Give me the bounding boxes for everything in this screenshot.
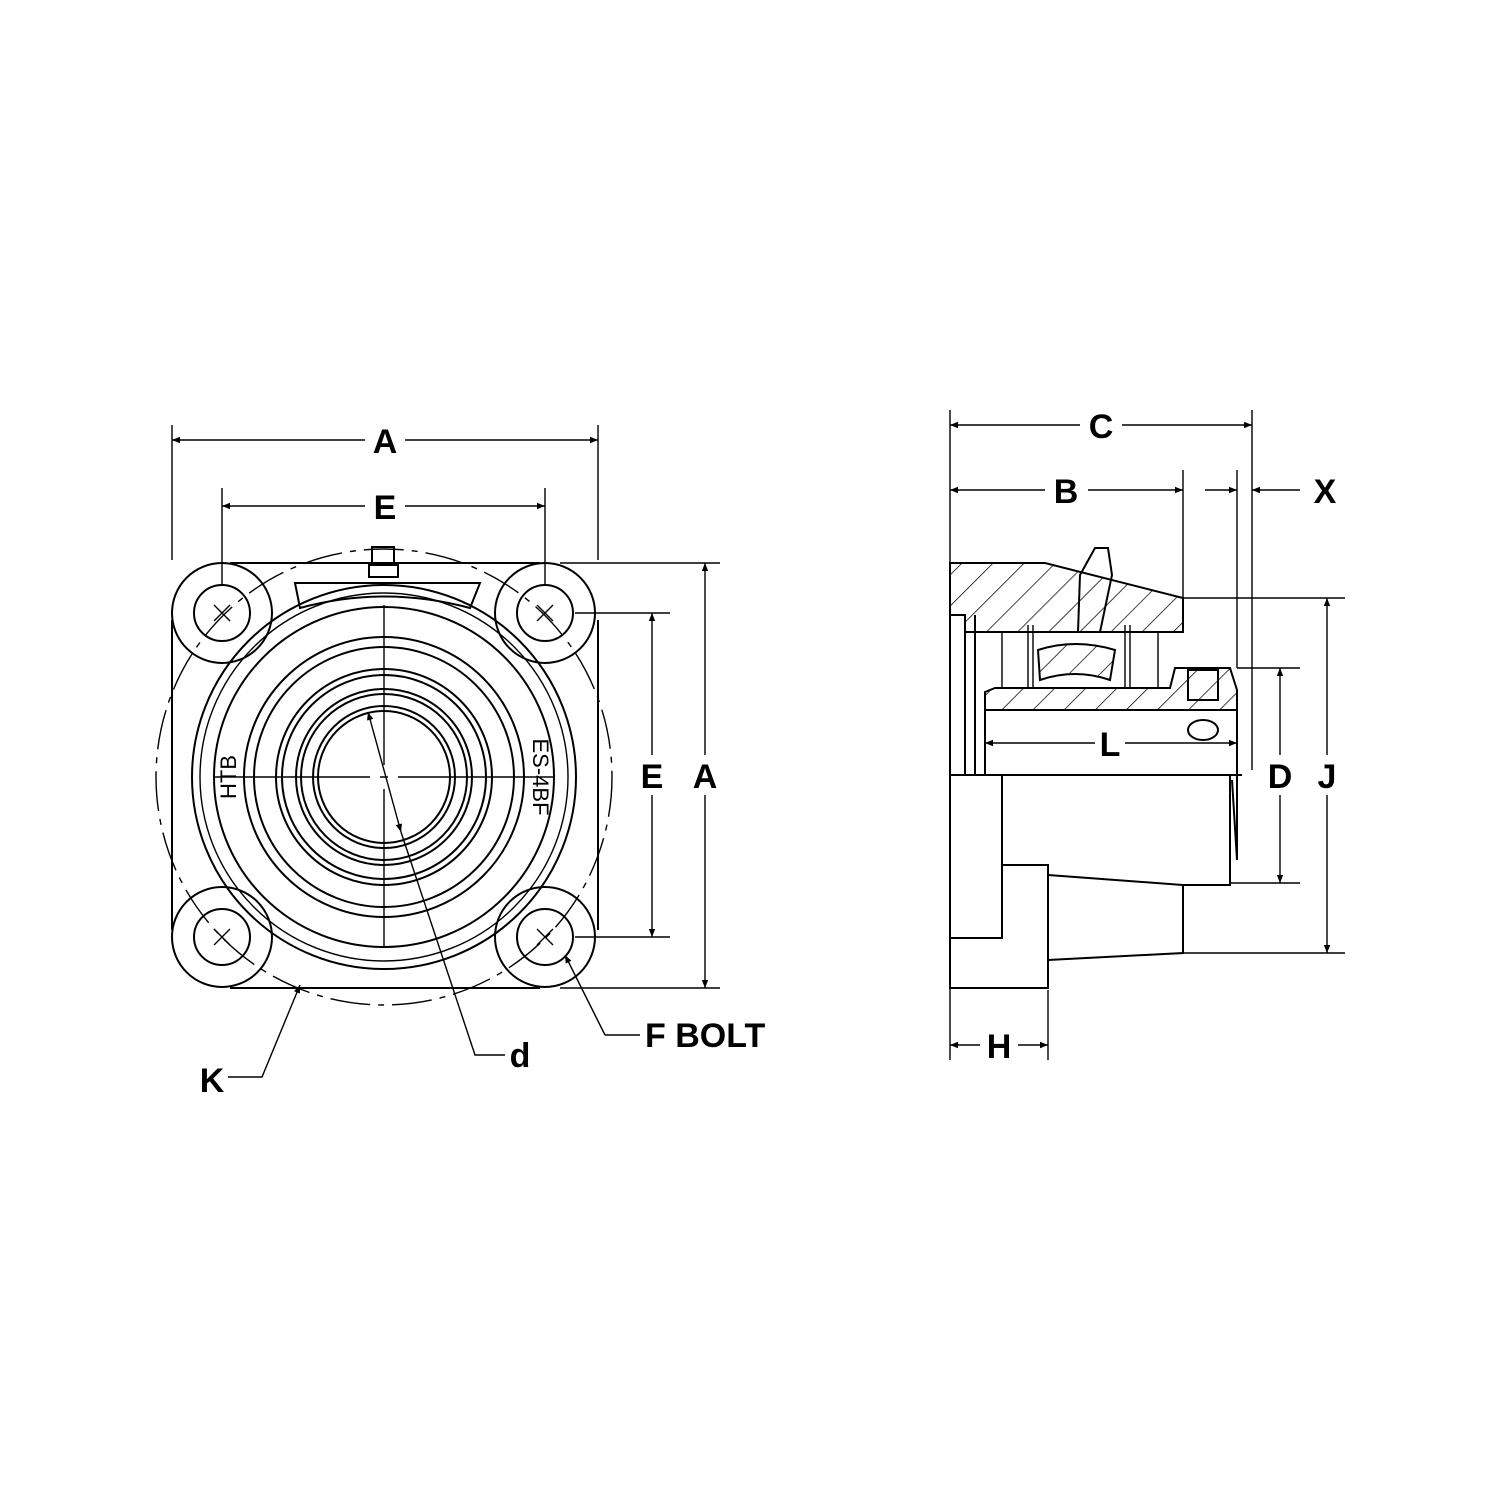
bolt-leader bbox=[565, 955, 640, 1036]
marking-model: ES-4BF bbox=[528, 738, 553, 815]
label-l: L bbox=[1100, 726, 1121, 764]
housing-outline bbox=[171, 562, 599, 989]
side-view: C B X L D J H bbox=[949, 408, 1345, 1066]
grease-fitting-section bbox=[1076, 547, 1114, 633]
label-collar-d: D bbox=[1268, 758, 1293, 796]
bolt-hole bbox=[516, 908, 574, 966]
housing-section bbox=[949, 562, 1184, 633]
flange-ring bbox=[191, 584, 577, 970]
pilot-circle bbox=[155, 548, 613, 1006]
label-b: B bbox=[1054, 473, 1079, 511]
label-e-side: E bbox=[641, 758, 664, 796]
label-f-bolt: F BOLT bbox=[645, 1017, 765, 1055]
marking-htb: HTB bbox=[216, 755, 241, 799]
label-e-top: E bbox=[374, 489, 397, 527]
bolt-hole bbox=[193, 908, 251, 966]
label-a-top: A bbox=[373, 423, 398, 461]
label-h: H bbox=[987, 1028, 1012, 1066]
front-view: HTB ES-4BF A E E A d F BOLT K bbox=[155, 423, 765, 1100]
label-a-side: A bbox=[693, 758, 718, 796]
label-j: J bbox=[1318, 758, 1337, 796]
label-x: X bbox=[1314, 473, 1337, 511]
inner-ring-section bbox=[984, 667, 1238, 711]
label-c: C bbox=[1089, 408, 1114, 446]
grease-boss bbox=[293, 582, 482, 610]
label-k: K bbox=[200, 1062, 225, 1100]
label-d: d bbox=[510, 1037, 531, 1075]
pilot-leader bbox=[228, 984, 301, 1078]
dim-d-line bbox=[367, 711, 402, 833]
roller-section bbox=[1036, 643, 1117, 682]
